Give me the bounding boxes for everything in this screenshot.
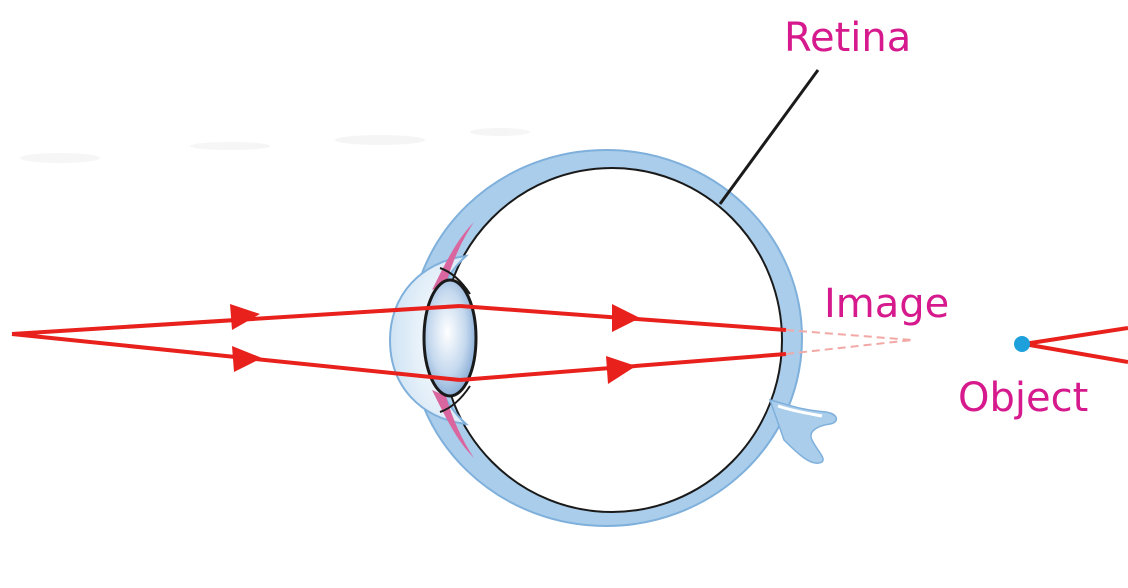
retina-label: Retina [784, 15, 912, 61]
iris [432, 222, 474, 458]
ray-arrow [230, 304, 260, 330]
background-smudges [20, 128, 530, 163]
vitreous-body [441, 167, 783, 513]
retina-pointer-line [718, 69, 820, 205]
eyeball [409, 148, 838, 528]
object-label: Object [958, 375, 1089, 421]
object-point [1014, 336, 1030, 352]
optic-nerve [768, 398, 838, 465]
optic-nerve-inner [777, 404, 823, 418]
object-rays [1023, 326, 1128, 364]
ray-upper [11, 304, 913, 341]
ray-arrow [232, 346, 262, 372]
ray-lower [11, 332, 913, 384]
image-label: Image [824, 281, 950, 327]
ray-arrow [606, 356, 636, 384]
ray-arrow [612, 304, 640, 332]
